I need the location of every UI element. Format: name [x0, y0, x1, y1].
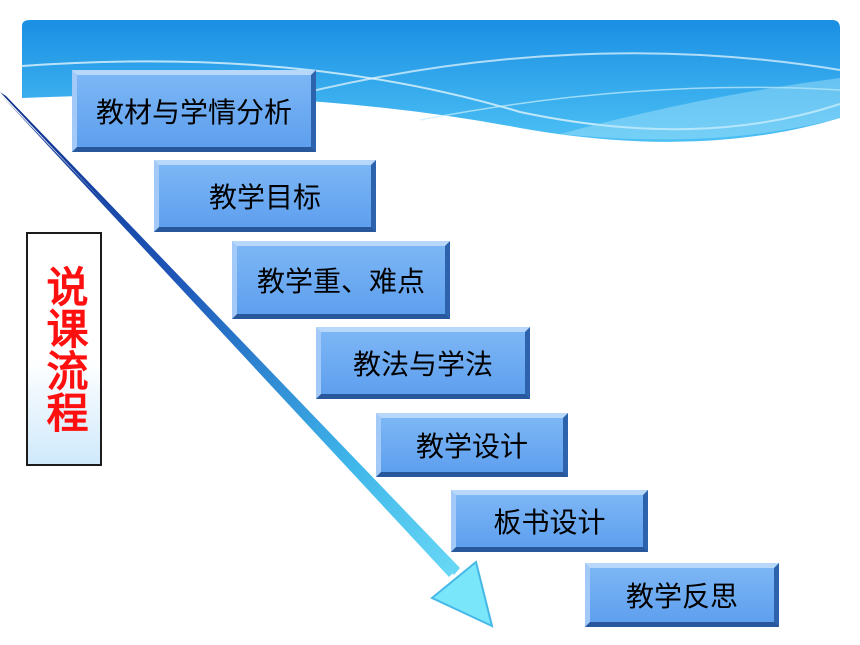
step-teaching-design[interactable]: 教学设计 [376, 413, 568, 477]
step-teaching-objectives[interactable]: 教学目标 [154, 160, 376, 232]
step-teaching-and-learning-methods[interactable]: 教法与学法 [316, 327, 530, 399]
step-teaching-reflection[interactable]: 教学反思 [585, 563, 779, 627]
side-title-box: 说课流程 [26, 232, 102, 466]
step-key-and-difficult-points[interactable]: 教学重、难点 [232, 241, 450, 319]
side-title: 说课流程 [40, 265, 89, 433]
step-teaching-material-analysis[interactable]: 教材与学情分析 [72, 70, 316, 152]
step-blackboard-design[interactable]: 板书设计 [451, 490, 648, 552]
header-wave-banner [21, 20, 841, 142]
